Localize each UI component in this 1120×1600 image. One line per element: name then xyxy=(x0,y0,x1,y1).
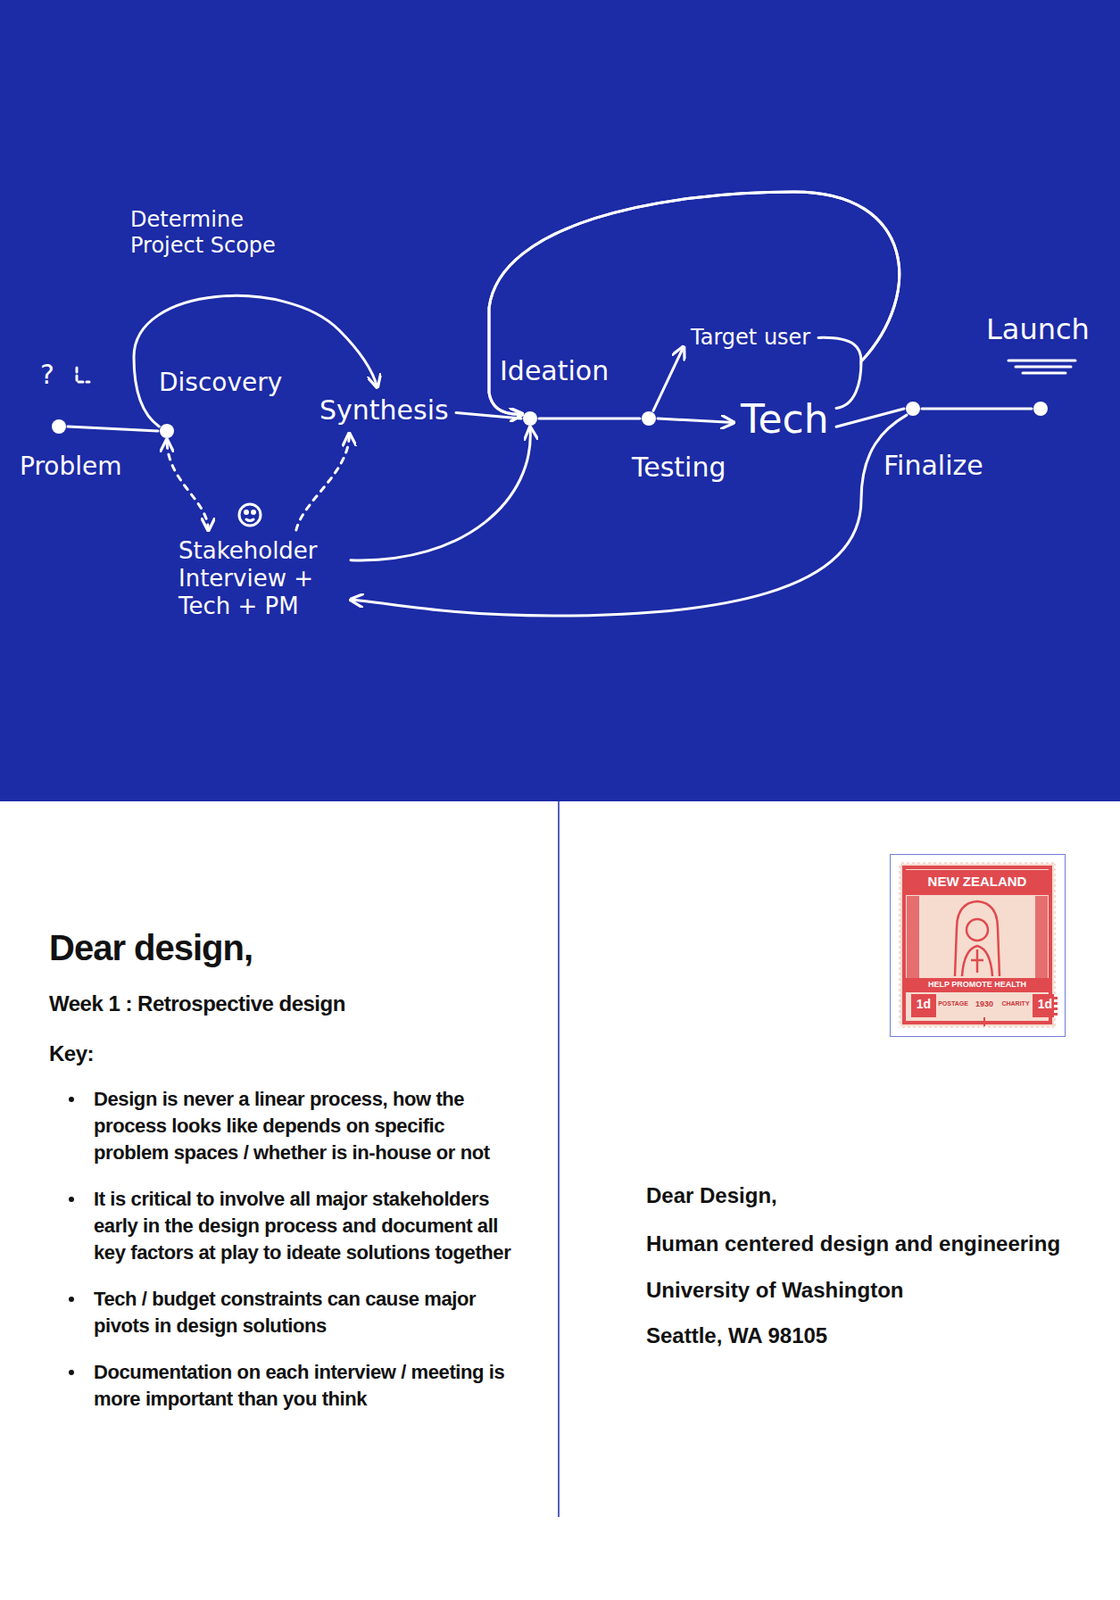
stage-text: Stakeholder Interview + Tech + PM xyxy=(178,537,344,622)
bullet-dot xyxy=(68,1296,75,1303)
stamp-ornament xyxy=(1035,896,1048,979)
stage-box: Target user xyxy=(685,319,817,357)
stamp-band xyxy=(904,978,1050,993)
bullet-item: Documentation on each interview / meetin… xyxy=(49,1359,514,1413)
connector xyxy=(653,347,684,412)
launch-underline xyxy=(1008,359,1076,363)
stage-text: Synthesis xyxy=(319,394,449,427)
bullet-item: It is critical to involve all major stak… xyxy=(49,1186,514,1267)
stamp-paper xyxy=(898,862,1056,1029)
stage-text: Tech xyxy=(740,396,830,444)
stamp xyxy=(890,854,1066,1038)
connector xyxy=(296,433,349,531)
dash-mark xyxy=(76,367,90,382)
address-line: University of Washington xyxy=(646,1277,904,1304)
stage-box: Tech xyxy=(735,390,835,449)
stamp-value: 1d xyxy=(911,996,937,1013)
bullet-text: Design is never a linear process, how th… xyxy=(93,1086,514,1167)
stamp-ornament xyxy=(906,896,920,979)
address-line: Human centered design and engineering xyxy=(646,1231,1061,1258)
connector xyxy=(657,418,734,424)
stage-box: Synthesis xyxy=(314,389,455,432)
postcard-divider xyxy=(557,801,560,1518)
stakeholder-icon xyxy=(246,519,254,522)
stage-label: Ideation xyxy=(499,355,609,388)
bullet-text: Tech / budget constraints can cause majo… xyxy=(93,1285,514,1340)
stamp-figure xyxy=(954,901,1000,977)
stage-dot: Discovery xyxy=(159,423,175,439)
stage-label: Launch xyxy=(986,312,1090,347)
bullet-dot xyxy=(68,1096,75,1103)
stamp-text: POSTAGE xyxy=(937,1000,970,1008)
stamp-text: 1930 xyxy=(969,999,1000,1010)
connector xyxy=(350,414,907,616)
stamp-frame xyxy=(890,854,1066,1038)
stamp-perforation xyxy=(898,862,1056,1029)
week-heading: Week 1 : Retrospective design xyxy=(49,991,514,1017)
stakeholder-icon xyxy=(239,504,261,526)
stage-label: Testing xyxy=(631,451,726,484)
stakeholder-icon xyxy=(252,511,256,515)
launch-underline xyxy=(1015,365,1071,369)
stamp-text: CHARITY xyxy=(999,1000,1032,1008)
stage-dot: Launch xyxy=(1033,401,1048,416)
bullet-text: Documentation on each interview / meetin… xyxy=(93,1359,514,1413)
connector xyxy=(489,191,900,415)
stamp-cross xyxy=(979,1017,989,1027)
stage-label: Discovery xyxy=(158,367,283,399)
postcard-title: Dear design, xyxy=(49,928,514,969)
bullet-item: Tech / budget constraints can cause majo… xyxy=(49,1285,514,1340)
connector xyxy=(921,407,1032,411)
note-mark: ? xyxy=(40,358,55,391)
stage-dot: Finalize xyxy=(905,401,921,416)
bullet-item: Design is never a linear process, how th… xyxy=(49,1086,514,1167)
connector xyxy=(350,427,531,561)
stamp-band xyxy=(904,870,1050,896)
stamp-border xyxy=(904,867,1051,1023)
bullet-text: It is critical to involve all major stak… xyxy=(93,1186,514,1267)
connector xyxy=(489,191,900,415)
address-line: Dear Design, xyxy=(646,1183,778,1210)
stage-dot: Ideation xyxy=(522,411,538,426)
connector xyxy=(67,426,158,432)
bullet-dot xyxy=(68,1369,75,1376)
stamp-value-box xyxy=(1032,994,1058,1018)
stage-label: Finalize xyxy=(883,449,984,482)
stage-box: Stakeholder Interview + Tech + PM xyxy=(173,531,349,627)
stakeholder-icon xyxy=(245,511,249,515)
stamp-text: HELP PROMOTE HEALTH xyxy=(904,979,1050,990)
stage-text: Target user xyxy=(690,324,812,351)
postcard-column: Dear design, Week 1 : Retrospective desig… xyxy=(49,928,514,1433)
address-line: Seattle, WA 98105 xyxy=(646,1323,828,1350)
connector xyxy=(539,417,640,421)
stage-dot: Testing xyxy=(641,411,656,426)
stamp-text: NEW ZEALAND xyxy=(904,873,1050,890)
key-heading: Key: xyxy=(49,1041,514,1067)
stage-label: Problem xyxy=(19,451,122,482)
stage-dot: Problem xyxy=(51,419,67,434)
blue-panel xyxy=(0,0,1120,802)
stamp-value-box xyxy=(911,994,937,1018)
stamp-value: 1d xyxy=(1032,996,1058,1013)
connector xyxy=(166,439,208,531)
bullet-dot xyxy=(68,1196,75,1203)
edge-label: Determine Project Scope xyxy=(130,207,309,259)
launch-underline xyxy=(1022,372,1066,375)
